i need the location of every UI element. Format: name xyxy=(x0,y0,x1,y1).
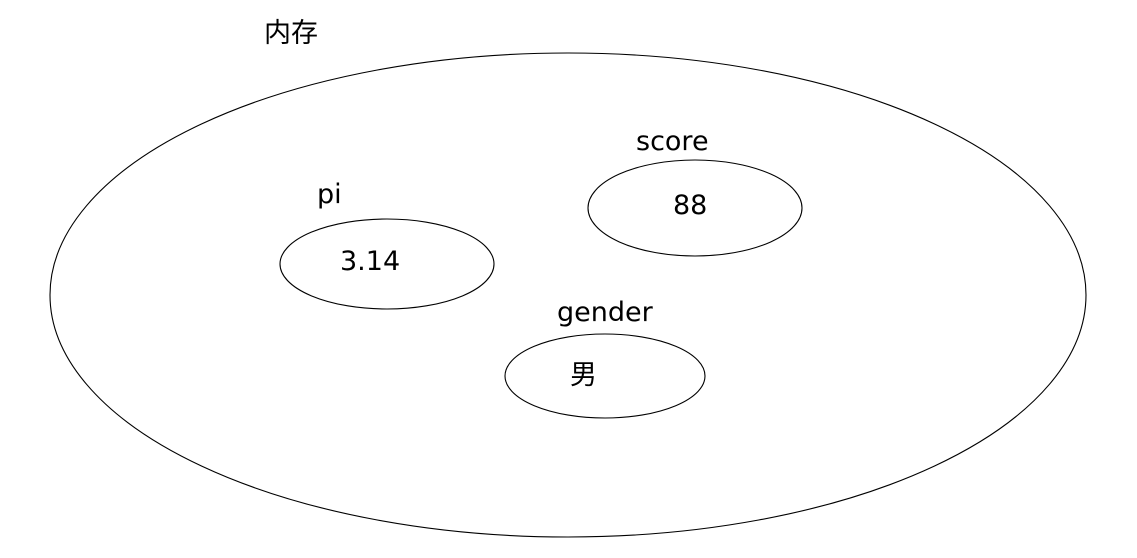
memory-container-label: 内存 xyxy=(264,18,318,49)
variable-ellipse-gender xyxy=(504,333,706,419)
variable-value-score: 88 xyxy=(673,190,708,221)
variable-label-score: score xyxy=(636,126,709,157)
variable-value-gender: 男 xyxy=(570,360,597,391)
variable-label-pi: pi xyxy=(317,179,342,210)
variable-label-gender: gender xyxy=(557,297,653,328)
memory-container-ellipse xyxy=(49,52,1087,538)
variable-value-pi: 3.14 xyxy=(340,246,401,277)
variable-ellipse-score xyxy=(587,159,803,257)
variable-ellipse-pi xyxy=(279,218,495,310)
